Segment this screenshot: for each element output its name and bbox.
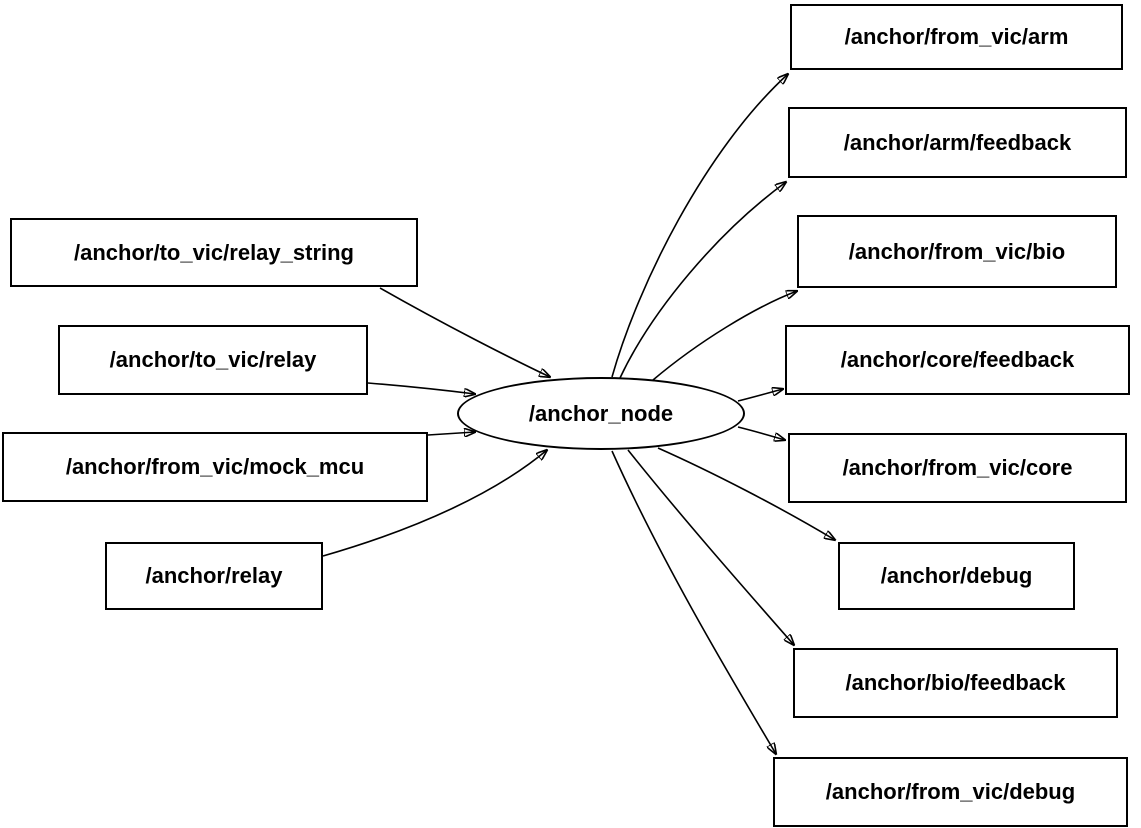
edge-anchor-node-to-bio-feedback — [627, 449, 794, 645]
edge-anchor-node-to-from-vic-bio — [652, 291, 797, 381]
node-anchor-from-vic-bio: /anchor/from_vic/bio — [797, 215, 1117, 288]
node-label: /anchor/from_vic/bio — [848, 238, 1066, 264]
node-label: /anchor/from_vic/mock_mcu — [65, 454, 365, 479]
node-anchor-to-vic-relay: /anchor/to_vic/relay — [58, 325, 368, 395]
node-anchor-node: /anchor_node — [457, 377, 745, 450]
node-anchor-to-vic-relay-string: /anchor/to_vic/relay_string — [10, 218, 418, 287]
edge-anchor-node-to-core-feedback — [737, 389, 783, 402]
node-label: /anchor/relay — [145, 563, 283, 588]
node-label: /anchor/to_vic/relay_string — [74, 239, 354, 265]
node-anchor-from-vic-arm: /anchor/from_vic/arm — [790, 4, 1123, 70]
node-anchor-arm-feedback: /anchor/arm/feedback — [788, 107, 1127, 178]
node-anchor-from-vic-debug: /anchor/from_vic/debug — [773, 757, 1128, 827]
node-anchor-from-vic-mock-mcu: /anchor/from_vic/mock_mcu — [2, 432, 428, 502]
edge-anchor-node-to-from-vic-debug — [611, 450, 776, 754]
node-anchor-core-feedback: /anchor/core/feedback — [785, 325, 1130, 395]
node-label: /anchor_node — [528, 400, 674, 426]
edge-to-vic-relay-to-anchor-node — [367, 382, 475, 394]
node-label: /anchor/from_vic/core — [842, 455, 1073, 480]
node-label: /anchor/bio/feedback — [845, 670, 1066, 695]
edge-anchor-node-to-debug — [657, 447, 835, 540]
edge-mock-mcu-to-anchor-node — [427, 432, 475, 435]
node-label: /anchor/arm/feedback — [843, 129, 1072, 155]
edge-anchor-node-to-from-vic-arm — [611, 74, 788, 378]
node-label: /anchor/debug — [880, 563, 1033, 588]
node-anchor-from-vic-core: /anchor/from_vic/core — [788, 433, 1127, 503]
node-label: /anchor/to_vic/relay — [109, 347, 317, 372]
node-anchor-debug: /anchor/debug — [838, 542, 1075, 610]
edge-relay-to-anchor-node — [322, 450, 547, 557]
node-label: /anchor/from_vic/debug — [825, 779, 1076, 804]
edge-relay-string-to-anchor-node — [379, 287, 550, 377]
node-anchor-bio-feedback: /anchor/bio/feedback — [793, 648, 1118, 718]
edge-anchor-node-to-from-vic-core — [737, 426, 785, 440]
node-label: /anchor/from_vic/arm — [844, 24, 1069, 49]
edge-anchor-node-to-arm-feedback — [619, 182, 786, 379]
node-anchor-relay: /anchor/relay — [105, 542, 323, 610]
node-label: /anchor/core/feedback — [840, 347, 1075, 372]
